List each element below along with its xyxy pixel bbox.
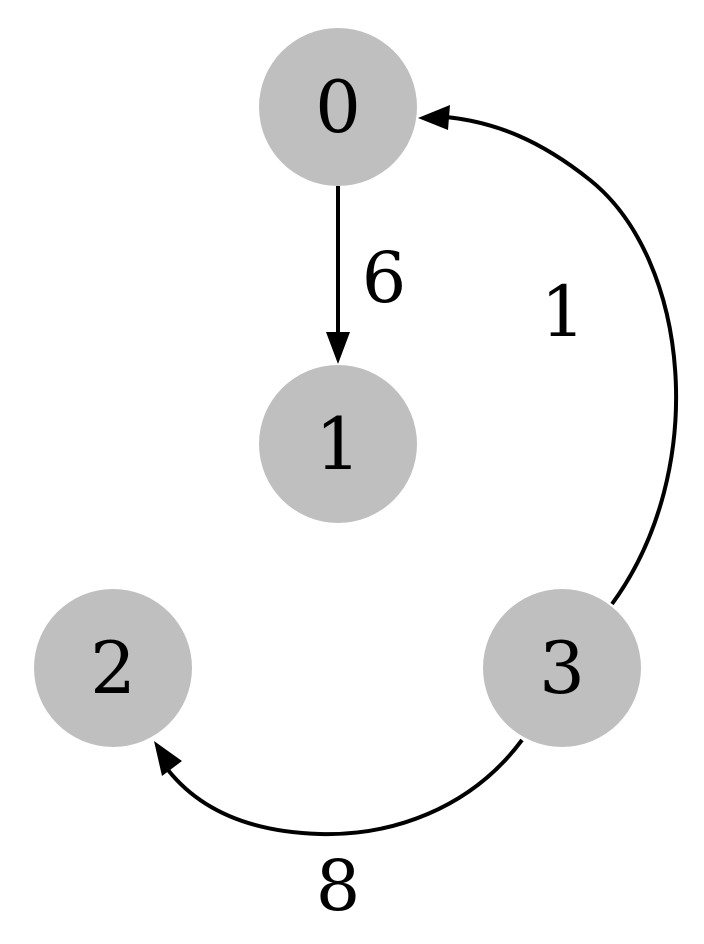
arrow-head-3-to-2: [154, 741, 182, 776]
arrow-head-0-to-1: [326, 332, 350, 364]
node-0: 0: [259, 28, 417, 186]
node-3: 3: [483, 589, 641, 747]
edge-line-3-to-2: [166, 738, 524, 837]
edge-weight-3-to-2: 8: [316, 845, 361, 927]
node-0-label: 0: [315, 65, 361, 149]
edge-line-3-to-0: [445, 115, 679, 606]
node-1-label: 1: [315, 402, 361, 486]
node-2-circle: [34, 589, 192, 747]
node-2-label: 2: [90, 626, 136, 710]
edges: 6 1 8: [154, 105, 679, 927]
node-1-circle: [259, 365, 417, 523]
edge-weight-3-to-0: 1: [541, 271, 586, 353]
edge-0-to-1: 6: [326, 186, 406, 364]
edge-3-to-2: 8: [154, 738, 524, 927]
node-3-label: 3: [539, 626, 585, 710]
node-3-circle: [483, 589, 641, 747]
nodes: 0 1 2 3: [34, 28, 641, 747]
node-2: 2: [34, 589, 192, 747]
edge-3-to-0: 1: [418, 105, 679, 606]
node-0-circle: [259, 28, 417, 186]
node-1: 1: [259, 365, 417, 523]
arrow-head-3-to-0: [418, 105, 450, 130]
edge-weight-0-to-1: 6: [362, 237, 407, 319]
